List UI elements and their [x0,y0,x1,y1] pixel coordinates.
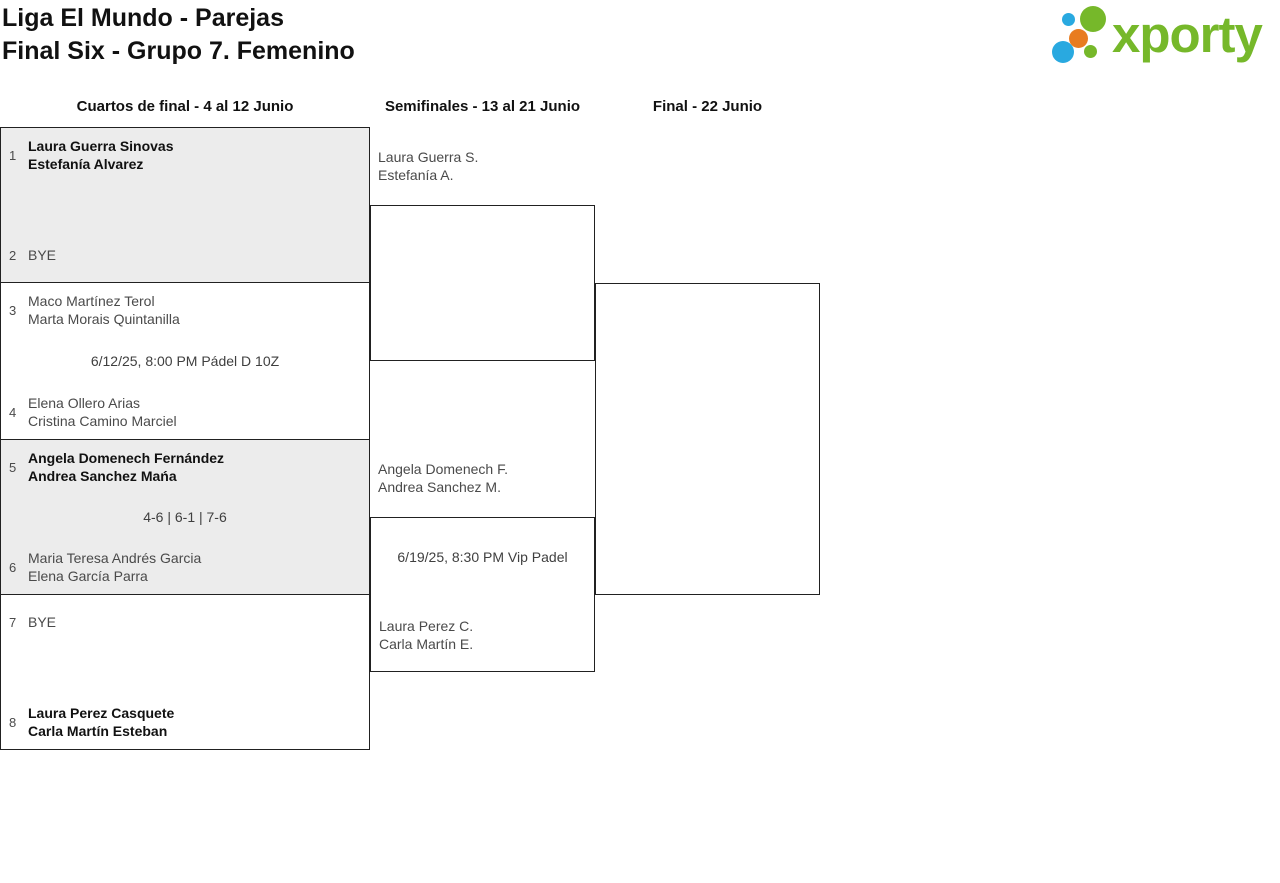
team-names: BYE [28,604,56,640]
semifinal2-team-top-label: Angela Domenech F. Andrea Sanchez M. [378,460,508,496]
team-line: Maco Martínez Terol [28,293,155,309]
match-score: 4-6 | 6-1 | 7-6 [143,509,227,525]
semifinal1-team-top-label: Laura Guerra S. Estefanía A. [378,148,478,184]
logo-wordmark: xporty [1112,6,1263,63]
match-schedule: 6/12/25, 8:00 PM Pádel D 10Z [90,353,280,369]
quarterfinal-match-4[interactable]: 7 BYE 8 Laura Perez Casquete Carla Martí… [0,595,370,750]
team-names: BYE [28,237,56,273]
team-line: Estefanía Alvarez [28,156,144,172]
seed-number: 3 [9,302,17,318]
match-schedule: 6/19/25, 8:30 PM Vip Padel [397,549,568,565]
team-line: BYE [28,247,57,263]
final-match[interactable] [595,283,820,595]
semifinal2-team-bottom-label: Laura Perez C. Carla Martín E. [379,617,473,653]
team-line: Andrea Sanchez Mańa [28,468,177,484]
logo-dot-blue-small-icon [1062,13,1075,26]
logo-dot-orange-icon [1069,29,1088,48]
seed-number: 6 [9,559,17,575]
team-line: Marta Morais Quintanilla [28,311,180,327]
qf1-team-bottom: 2 BYE [1,237,369,273]
seed-number: 2 [9,247,17,263]
seed-number: 1 [9,147,17,163]
team-line: Angela Domenech F. [378,461,508,477]
round-header-semifinals: Semifinales - 13 al 21 Junio [384,98,581,115]
team-names: Maria Teresa Andrés Garcia Elena García … [28,549,201,585]
page-title-line2: Final Six - Grupo 7. Femenino [2,37,355,65]
qf4-team-top: 7 BYE [1,604,369,640]
team-names: Laura Perez Casquete Carla Martín Esteba… [28,704,174,740]
qf2-team-bottom: 4 Elena Ollero Arias Cristina Camino Mar… [1,394,369,430]
logo-dot-green-large-icon [1080,6,1106,32]
team-line: Laura Guerra Sinovas [28,138,174,154]
team-line: Laura Guerra S. [378,149,479,165]
quarterfinal-match-1[interactable]: 1 Laura Guerra Sinovas Estefanía Alvarez… [0,127,370,283]
team-line: Elena Ollero Arias [28,395,141,411]
team-line: Carla Martín Esteban [28,723,168,739]
seed-number: 8 [9,714,17,730]
quarterfinal-match-2[interactable]: 3 Maco Martínez Terol Marta Morais Quint… [0,283,370,440]
round-header-quarterfinals: Cuartos de final - 4 al 12 Junio [76,98,294,115]
team-line: Maria Teresa Andrés Garcia [28,550,202,566]
team-line: Elena García Parra [28,568,148,584]
seed-number: 5 [9,459,17,475]
semifinal-match-2[interactable]: 6/19/25, 8:30 PM Vip Padel Laura Perez C… [370,517,595,672]
team-line: Laura Perez C. [379,618,474,634]
round-header-final: Final - 22 Junio [652,98,763,115]
qf1-team-top: 1 Laura Guerra Sinovas Estefanía Alvarez [1,137,369,173]
semifinal-match-1[interactable] [370,205,595,361]
qf4-team-bottom: 8 Laura Perez Casquete Carla Martín Este… [1,704,369,740]
page-title-line1: Liga El Mundo - Parejas [2,4,284,32]
seed-number: 4 [9,404,17,420]
seed-number: 7 [9,614,17,630]
team-names: Elena Ollero Arias Cristina Camino Marci… [28,394,177,430]
team-line: Andrea Sanchez M. [378,479,501,495]
logo-dot-green-small-icon [1084,45,1097,58]
team-line: Estefanía A. [378,167,454,183]
team-names: Laura Guerra Sinovas Estefanía Alvarez [28,137,174,173]
team-names: Maco Martínez Terol Marta Morais Quintan… [28,292,180,328]
qf2-team-top: 3 Maco Martínez Terol Marta Morais Quint… [1,292,369,328]
team-line: Laura Perez Casquete [28,705,175,721]
qf3-team-top: 5 Angela Domenech Fernández Andrea Sanch… [1,449,369,485]
team-names: Angela Domenech Fernández Andrea Sanchez… [28,449,224,485]
team-line: BYE [28,614,57,630]
page-title: Liga El Mundo - Parejas Final Six - Grup… [2,2,355,68]
team-line: Carla Martín E. [379,636,474,652]
logo-dot-blue-large-icon [1052,41,1074,63]
quarterfinal-match-3[interactable]: 5 Angela Domenech Fernández Andrea Sanch… [0,440,370,595]
team-line: Angela Domenech Fernández [28,450,225,466]
team-line: Cristina Camino Marciel [28,413,177,429]
xporty-logo[interactable]: xporty [1048,5,1278,69]
qf3-team-bottom: 6 Maria Teresa Andrés Garcia Elena Garcí… [1,549,369,585]
